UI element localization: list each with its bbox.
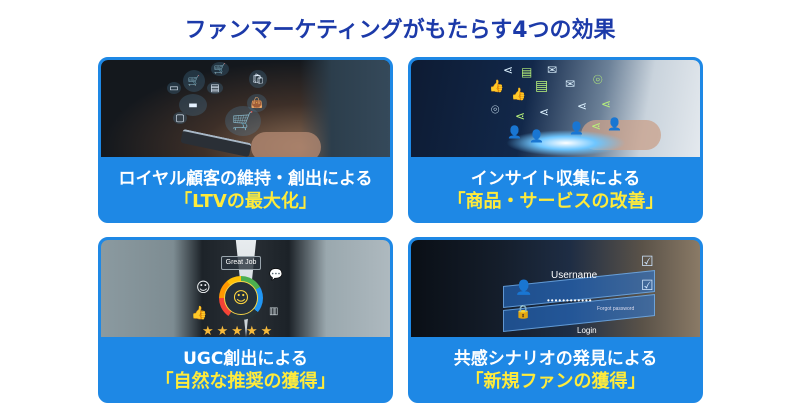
wallet-icon: ▭ [167,82,181,94]
share-icon: ⋖ [503,63,514,77]
caption-line1: インサイト収集による [470,169,641,189]
location-pin-icon: ⌾ [491,102,500,118]
login-screen-image: 👤 Username 🔒 •••••••••••• Forgot passwor… [411,240,700,337]
rating-gauge-image: Great Job ☺ 💬 👍 ▥ ☺ ★★★★★ [101,240,390,337]
share-icon: ⋖ [601,97,612,111]
page-title: ファンマーケティングがもたらす4つの効果 [184,18,616,43]
forgot-password-label: Forgot password [597,306,635,312]
credit-card-icon: ▤ [207,82,223,94]
checkmark-icon: ☑ [641,278,654,294]
user-icon: 👤 [529,129,544,143]
card-caption: ロイヤル顧客の維持・創出による 「LTVの最大化」 [101,157,390,220]
caption-highlight: 「商品・サービスの改善」 [447,191,664,212]
checkmark-icon: ☑ [641,254,654,270]
share-icon: ⋖ [591,119,602,133]
shopping-bag-icon: 🛍 [249,70,267,88]
shopping-bag-icon: ▢ [173,112,187,124]
effect-card-ltv: 🛒 🛒 🛍 ▭ ▤ ▬ 👜 ▢ 🛒 ロイヤル顧客の維持・創出による 「LTVの最… [98,57,393,223]
effect-card-new-fans: 👤 Username 🔒 •••••••••••• Forgot passwor… [408,237,703,403]
username-label: Username [551,270,598,281]
shopping-cart-icon: 🛒 [211,62,229,76]
card-caption: インサイト収集による 「商品・サービスの改善」 [411,157,700,220]
smiley-face-icon: ☺ [224,281,258,315]
card-caption: 共感シナリオの発見による 「新規ファンの獲得」 [411,337,700,400]
speech-bubble-icon: 💬 [269,268,283,281]
five-star-rating: ★★★★★ [202,324,276,337]
phone-glow [506,130,626,156]
mail-icon: ✉ [565,77,576,91]
great-job-badge: Great Job [221,256,261,270]
shopping-bag-icon: 👜 [247,94,267,112]
caption-highlight: 「新規ファンの獲得」 [465,371,646,392]
login-label: Login [577,326,597,335]
bar-chart-icon: ▥ [269,306,279,317]
user-icon: 👤 [515,279,533,295]
shopping-cart-icon: 🛒 [225,106,261,136]
mail-icon: ✉ [547,63,558,77]
effect-card-insight: ⋖ ▤ ✉ 👍 👍 ▤ ✉ ⌾ ⌾ ⋖ ⋖ ⋖ ⋖ 👤 👤 👤 ⋖ 👤 インサイ… [408,57,703,223]
caption-highlight: 「LTVの最大化」 [174,191,317,212]
like-icon: 👍 [511,87,526,101]
user-icon: 👤 [507,125,522,139]
satisfaction-gauge: ☺ [219,276,263,320]
social-phone-image: ⋖ ▤ ✉ 👍 👍 ▤ ✉ ⌾ ⌾ ⋖ ⋖ ⋖ ⋖ 👤 👤 👤 ⋖ 👤 [411,60,700,157]
share-icon: ⋖ [539,105,550,119]
smiley-icon: ☺ [196,280,211,296]
credit-card-icon: ▬ [179,94,207,116]
share-icon: ⋖ [577,99,588,113]
shopping-cart-icon: 🛒 [183,70,205,92]
caption-line1: UGC創出による [183,349,308,369]
caption-highlight: 「自然な推奨の獲得」 [155,371,336,392]
share-icon: ⋖ [515,109,526,123]
chat-icon: ▤ [521,65,533,79]
effect-card-ugc: Great Job ☺ 💬 👍 ▥ ☺ ★★★★★ UGC創出による 「自然な推… [98,237,393,403]
hand [251,132,321,157]
shopping-phone-image: 🛒 🛒 🛍 ▭ ▤ ▬ 👜 ▢ 🛒 [101,60,390,157]
card-caption: UGC創出による 「自然な推奨の獲得」 [101,337,390,400]
caption-line1: 共感シナリオの発見による [453,349,658,369]
user-icon: 👤 [569,121,584,135]
like-icon: 👍 [489,79,504,93]
location-pin-icon: ⌾ [593,70,603,89]
thumbs-up-icon: 👍 [191,306,208,321]
user-icon: 👤 [607,117,622,131]
lock-icon: 🔒 [515,304,532,319]
chat-icon: ▤ [535,78,549,94]
caption-line1: ロイヤル顧客の維持・創出による [118,169,373,189]
password-mask: •••••••••••• [547,296,593,305]
